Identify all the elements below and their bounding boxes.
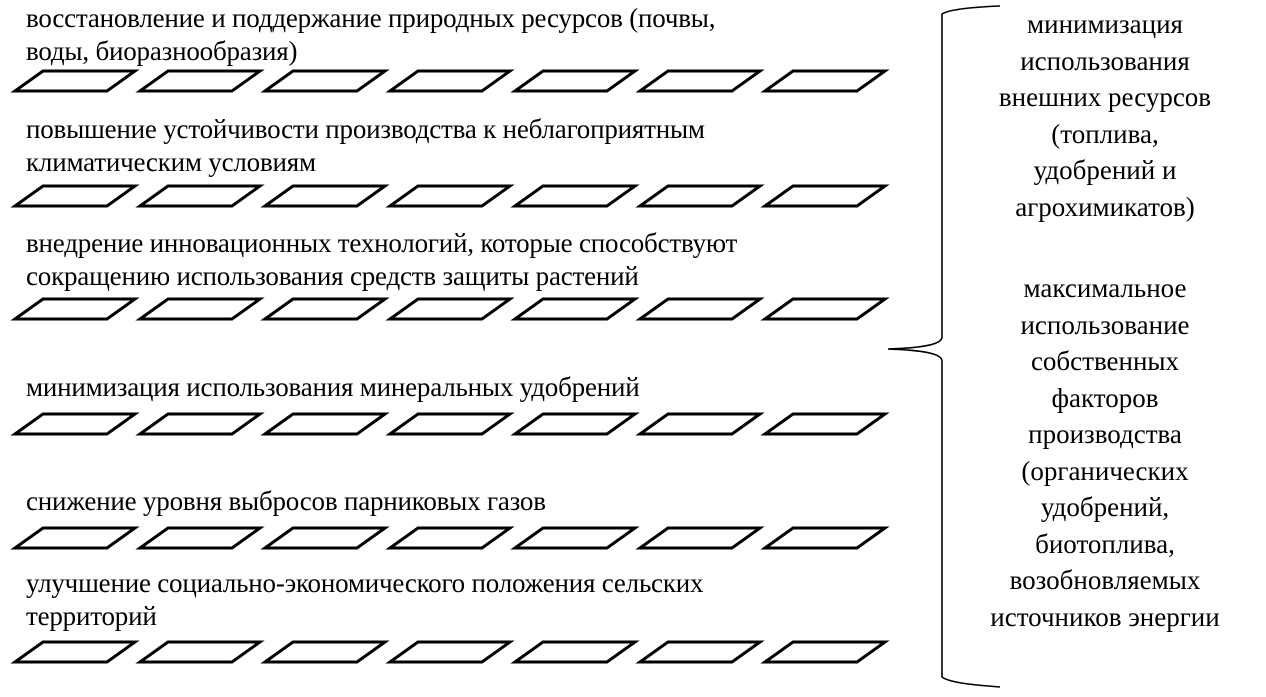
parallelogram-arrow-icon <box>135 640 265 664</box>
parallelogram-arrow-icon <box>260 640 390 664</box>
parallelogram-arrow-icon <box>510 640 640 664</box>
item-text-climate-resilience: повышение устойчивости производства к не… <box>26 114 705 177</box>
item-text-rural-socioeconomic: улучшение социально-экономического полож… <box>26 568 704 631</box>
parallelogram-arrow-icon <box>10 640 140 664</box>
parallelogram-arrow-icon <box>510 297 640 321</box>
parallelogram-arrow-icon <box>760 640 890 664</box>
curly-brace-icon <box>887 5 1000 688</box>
parallelogram-arrow-icon <box>260 184 390 208</box>
parallelogram-arrow-icon <box>760 526 890 550</box>
parallelogram-arrow-icon <box>760 412 890 436</box>
outcome-minimize-external-resources: минимизация использования внешних ресурс… <box>998 9 1212 222</box>
arrow-row-2 <box>0 183 900 209</box>
parallelogram-arrow-icon <box>10 526 140 550</box>
parallelogram-arrow-icon <box>385 640 515 664</box>
parallelogram-arrow-icon <box>635 297 765 321</box>
parallelogram-arrow-icon <box>760 184 890 208</box>
parallelogram-arrow-icon <box>760 297 890 321</box>
parallelogram-arrow-icon <box>10 184 140 208</box>
parallelogram-arrow-icon <box>510 412 640 436</box>
outcome-maximize-own-factors: максимальное использование собственных ф… <box>990 273 1220 632</box>
parallelogram-arrow-icon <box>635 184 765 208</box>
item-text-soil-water-biodiversity: восстановление и поддержание природных р… <box>26 3 716 66</box>
parallelogram-arrow-icon <box>760 69 890 93</box>
item-text-innovative-technologies: внедрение инновационных технологий, кото… <box>26 228 738 291</box>
parallelogram-arrow-icon <box>260 412 390 436</box>
parallelogram-arrow-icon <box>10 297 140 321</box>
parallelogram-arrow-icon <box>10 412 140 436</box>
parallelogram-arrow-icon <box>135 526 265 550</box>
parallelogram-arrow-icon <box>510 69 640 93</box>
item-text-mineral-fertilizers: минимизация использования минеральных уд… <box>26 372 640 402</box>
parallelogram-arrow-icon <box>135 297 265 321</box>
parallelogram-arrow-icon <box>385 526 515 550</box>
parallelogram-arrow-icon <box>260 526 390 550</box>
arrow-row-3 <box>0 296 900 322</box>
parallelogram-arrow-icon <box>385 69 515 93</box>
parallelogram-arrow-icon <box>385 297 515 321</box>
parallelogram-arrow-icon <box>260 297 390 321</box>
parallelogram-arrow-icon <box>635 526 765 550</box>
parallelogram-arrow-icon <box>135 69 265 93</box>
parallelogram-arrow-icon <box>385 184 515 208</box>
parallelogram-arrow-icon <box>10 69 140 93</box>
parallelogram-arrow-icon <box>510 526 640 550</box>
arrow-row-1 <box>0 68 900 94</box>
parallelogram-arrow-icon <box>635 640 765 664</box>
arrow-row-4 <box>0 411 900 437</box>
parallelogram-arrow-icon <box>260 69 390 93</box>
parallelogram-arrow-icon <box>510 184 640 208</box>
arrow-row-5 <box>0 525 900 551</box>
parallelogram-arrow-icon <box>385 412 515 436</box>
item-text-greenhouse-gases: снижение уровня выбросов парниковых газо… <box>26 486 546 516</box>
parallelogram-arrow-icon <box>635 69 765 93</box>
parallelogram-arrow-icon <box>135 184 265 208</box>
arrow-row-6 <box>0 639 900 665</box>
parallelogram-arrow-icon <box>635 412 765 436</box>
parallelogram-arrow-icon <box>135 412 265 436</box>
